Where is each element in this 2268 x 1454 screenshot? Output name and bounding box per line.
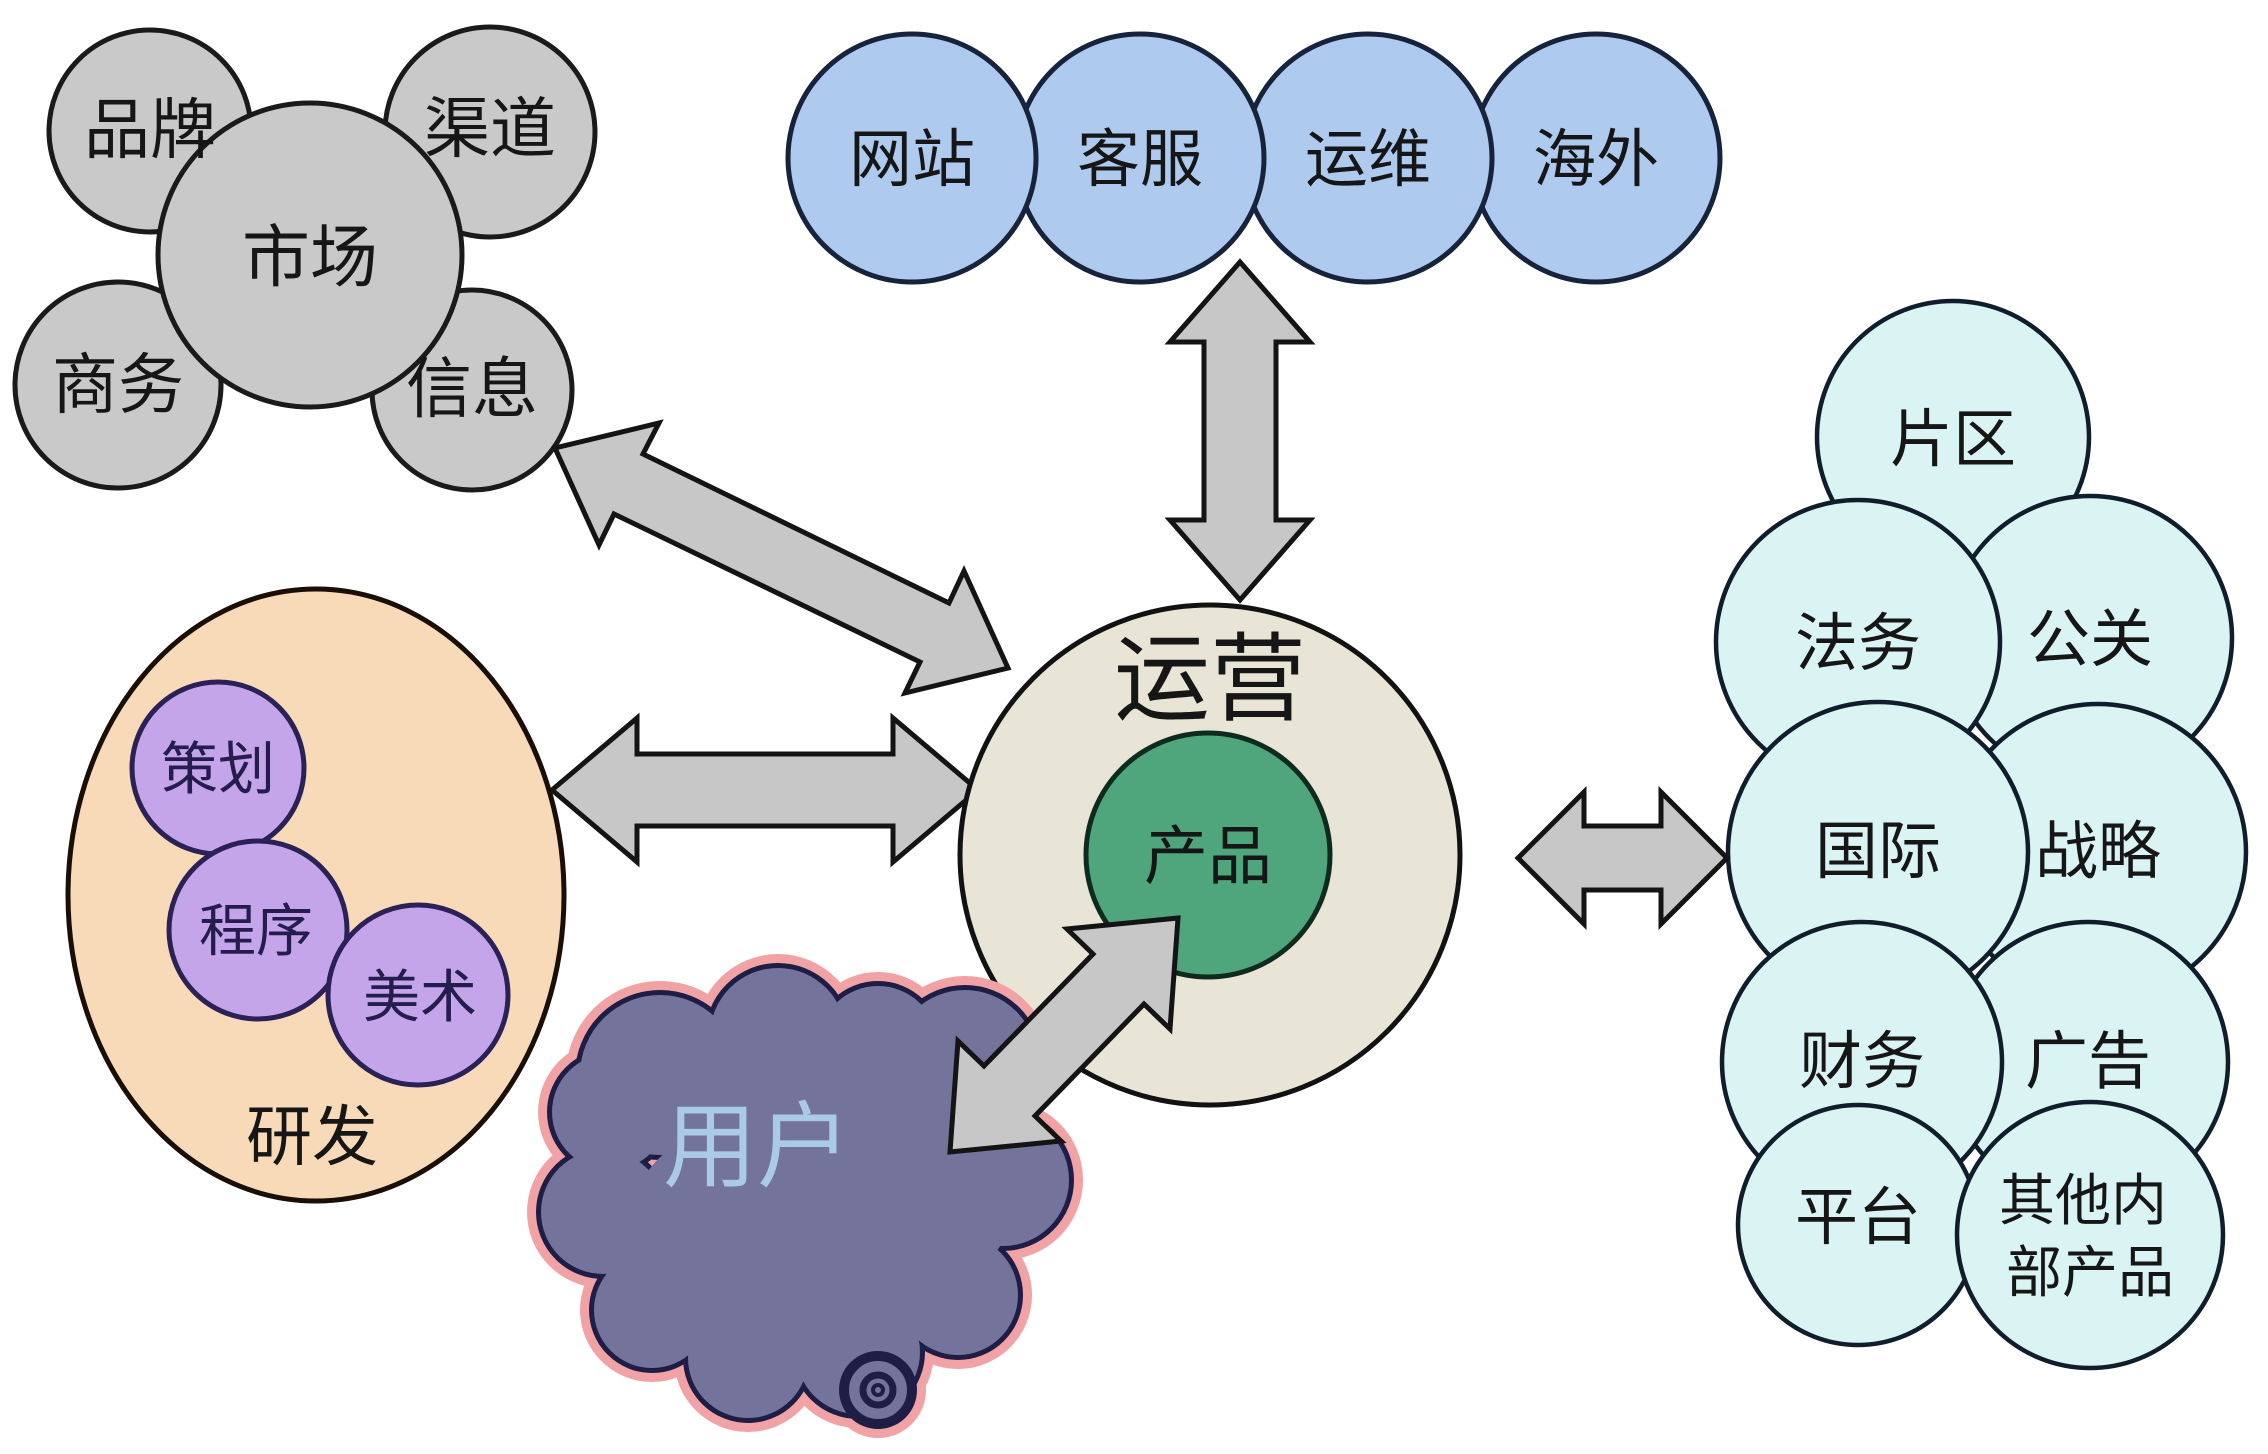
thought-bubble [839,1351,917,1429]
spiral-icon [871,1383,885,1397]
website-label: 网站 [849,125,975,195]
product-circle [1083,730,1333,980]
programming-circle [166,838,350,1022]
brand-label: 品牌 [84,95,216,168]
art-label: 美术 [363,967,477,1030]
rd-group: 策划 程序 美术 研发 [65,586,567,1204]
strategy-label: 战略 [2035,817,2161,887]
cloud-body [541,968,1069,1418]
legal-label: 法务 [1795,609,1921,679]
customer-service-label: 客服 [1077,125,1203,195]
operations-label: 运营 [1114,627,1306,734]
market-label: 市场 [242,220,378,296]
business-label: 商务 [52,350,184,423]
arrow-rd-operations [548,712,982,868]
art-circle [325,902,511,1088]
overseas-label: 海外 [1533,125,1659,195]
programming-label: 程序 [199,901,313,964]
rd-label: 研发 [246,1102,378,1175]
international-label: 国际 [1815,817,1941,887]
spiral-icon [859,1371,897,1409]
arrow-operations-internal [1514,785,1731,931]
arrow-support-operations [1164,258,1316,604]
pr-label: 公关 [2027,605,2153,675]
information-label: 信息 [406,354,538,427]
channel-label: 渠道 [424,94,556,167]
planning-label: 策划 [161,739,275,802]
internal-cluster: 片区 法务 公关 国际 战略 财务 广告 平台 其他内 部产品 [1713,298,2249,1371]
user-cloud: 用户 [527,954,1083,1438]
arrow-product-user [947,915,1181,1155]
website-circle [785,31,1039,285]
product-label: 产品 [1144,822,1272,893]
business-circle [12,279,224,491]
other-internal-products-circle [1954,1099,2226,1371]
market-cluster: 品牌 渠道 商务 信息 市场 [12,24,598,493]
advertising-label: 广告 [2025,1027,2151,1097]
user-label: 用户 [663,1096,851,1200]
district-label: 片区 [1890,405,2016,475]
arrow-market-operations [551,419,1012,697]
ops-maintenance-label: 运维 [1305,125,1431,195]
finance-label: 财务 [1799,1027,1925,1097]
arrows [548,258,1731,931]
support-row: 网站 客服 运维 海外 [785,31,1723,285]
market-circle [155,100,465,410]
other-internal-products-label: 其他内 部产品 [1999,1171,2181,1305]
platform-label: 平台 [1795,1183,1921,1253]
